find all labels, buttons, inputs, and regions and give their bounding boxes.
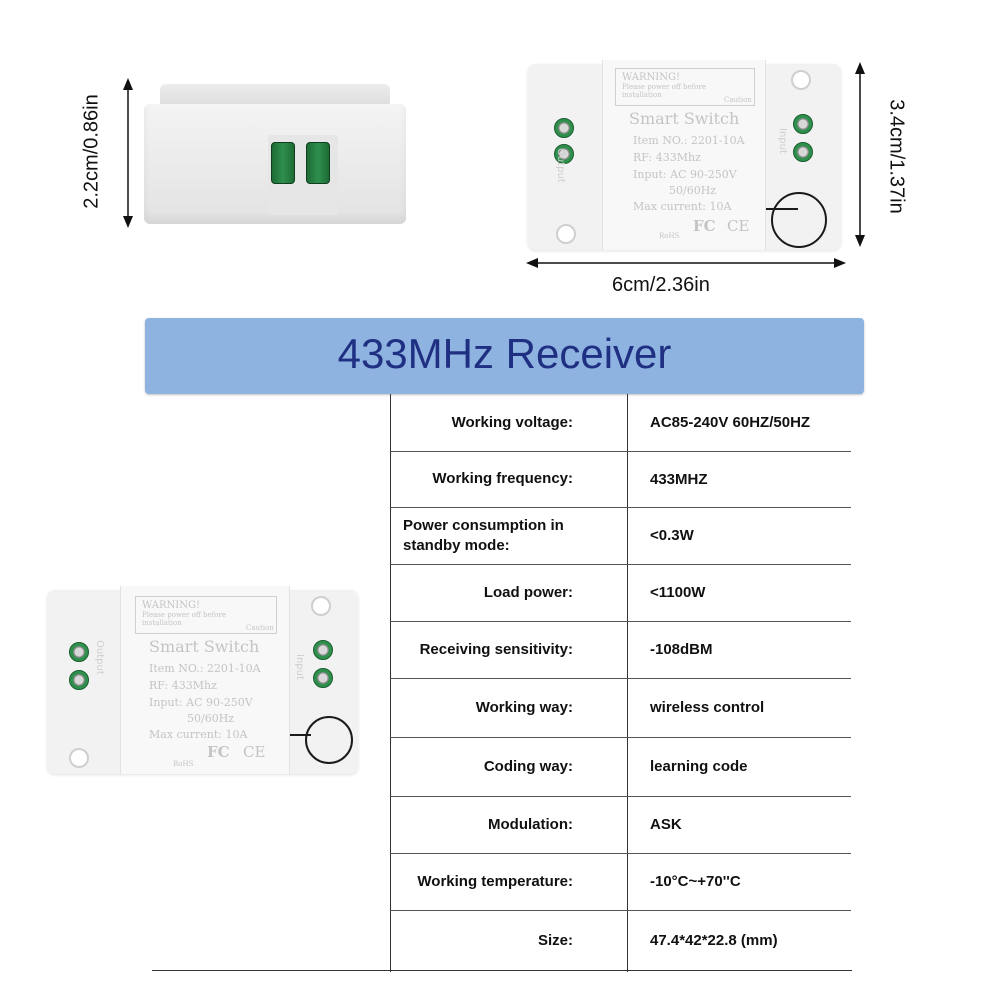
spec-label: Receiving sensitivity:	[419, 640, 573, 658]
spec-label: Working frequency:	[432, 470, 573, 487]
mount-hole	[556, 224, 576, 244]
banner-title: 433MHz Receiver	[337, 330, 672, 377]
table-row: Modulation: ASK	[390, 796, 851, 854]
table-row: Load power: <1100W	[390, 564, 851, 622]
antenna-loop	[305, 716, 353, 764]
terminal-right	[306, 142, 330, 184]
top-view-product-image: Output Input WARNING! Please power off b…	[528, 60, 841, 250]
spec-label: Working temperature:	[417, 872, 573, 890]
screw-terminal	[313, 668, 333, 688]
screw-terminal	[69, 642, 89, 662]
title-banner: 433MHz Receiver	[145, 318, 864, 394]
spec-label: Modulation:	[488, 815, 573, 833]
mount-hole	[69, 748, 89, 768]
table-bottom-rule	[152, 970, 852, 971]
spec-value: wireless control	[650, 699, 765, 716]
table-row: Receiving sensitivity: -108dBM	[390, 621, 851, 679]
spec-value: 47.4*42*22.8 (mm)	[650, 932, 778, 949]
table-row: Working way: wireless control	[390, 678, 851, 738]
table-row: Size: 47.4*42*22.8 (mm)	[390, 910, 851, 971]
product-image: Output Input WARNING! Please power off b…	[47, 586, 358, 774]
spec-table: Working voltage: AC85-240V 60HZ/50HZ Wor…	[390, 394, 851, 972]
device-label-plate: WARNING! Please power off before install…	[602, 60, 766, 250]
device-label-plate: WARNING! Please power off before install…	[120, 586, 290, 774]
spec-label: Load power:	[483, 583, 573, 601]
spec-value: AC85-240V 60HZ/50HZ	[650, 414, 811, 431]
spec-label: Size:	[537, 931, 573, 949]
width-arrow	[526, 258, 846, 268]
screw-terminal	[554, 118, 574, 138]
height-arrow-top	[855, 62, 865, 247]
screw-terminal	[793, 114, 813, 134]
rohs-mark: RoHS	[173, 760, 194, 768]
side-view-product-image	[140, 80, 410, 230]
mount-hole	[311, 596, 331, 616]
table-row: Power consumption in standby mode: <0.3W	[390, 507, 851, 565]
spec-value: -10°C~+70''C	[650, 873, 741, 890]
spec-value: ASK	[650, 816, 682, 833]
ce-mark: CE	[243, 743, 266, 761]
spec-label: Power consumption in standby mode:	[403, 516, 564, 554]
spec-value: learning code	[650, 758, 748, 775]
height-arrow-side	[123, 78, 133, 228]
antenna-loop	[771, 192, 827, 248]
screw-terminal	[313, 640, 333, 660]
top-height-label: 3.4cm/1.37in	[885, 99, 908, 214]
spec-label: Working voltage:	[451, 413, 573, 431]
spec-label: Coding way:	[483, 757, 573, 775]
fc-mark: FC	[693, 217, 716, 235]
spec-value: <0.3W	[650, 527, 694, 544]
screw-terminal	[69, 670, 89, 690]
side-height-label: 2.2cm/0.86in	[80, 94, 103, 209]
spec-label: Working way:	[475, 698, 573, 716]
rohs-mark: RoHS	[659, 232, 680, 240]
table-row: Coding way: learning code	[390, 737, 851, 797]
spec-value: -108dBM	[650, 641, 713, 658]
spec-value: <1100W	[650, 584, 706, 601]
table-row: Working voltage: AC85-240V 60HZ/50HZ	[390, 394, 851, 452]
screw-terminal	[554, 144, 574, 164]
width-label: 6cm/2.36in	[612, 274, 710, 296]
spec-value: 433MHZ	[650, 470, 708, 488]
ce-mark: CE	[727, 217, 750, 235]
screw-terminal	[793, 142, 813, 162]
table-row: Working temperature: -10°C~+70''C	[390, 853, 851, 911]
mount-hole	[791, 70, 811, 90]
fc-mark: FC	[207, 743, 230, 761]
terminal-left	[271, 142, 295, 184]
table-row: Working frequency: 433MHZ	[390, 451, 851, 508]
